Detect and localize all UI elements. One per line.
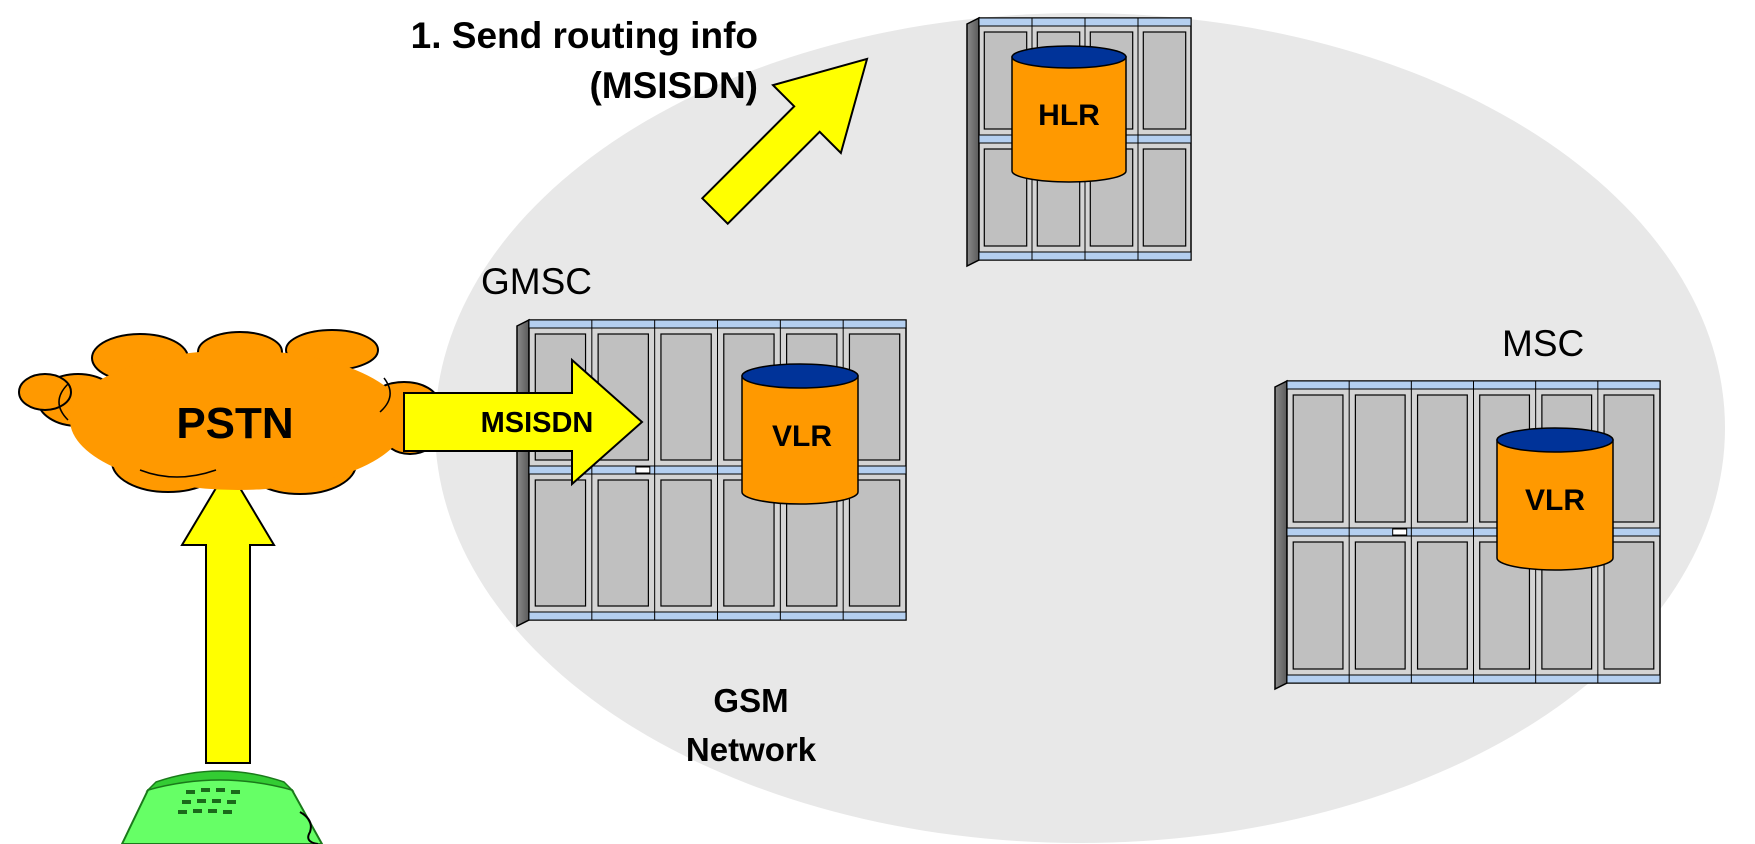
network-label-line1: GSM xyxy=(713,682,788,719)
hlr-cabinet-icon xyxy=(966,16,1192,268)
msc-cabinet-icon xyxy=(1274,379,1661,691)
msc-label: MSC xyxy=(1502,323,1584,364)
step1-label-line2: (MSISDN) xyxy=(589,65,758,106)
network-label-line2: Network xyxy=(686,731,817,768)
msisdn-arrow xyxy=(403,357,644,487)
msisdn-arrow-label: MSISDN xyxy=(481,407,594,439)
gmsc-label: GMSC xyxy=(481,261,592,302)
msc-vlr-label: VLR xyxy=(1525,484,1585,517)
gmsc-vlr-label: VLR xyxy=(772,420,832,453)
phone-to-pstn-arrow xyxy=(180,466,276,764)
hlr-label: HLR xyxy=(1038,99,1100,132)
pstn-label: PSTN xyxy=(176,399,293,448)
step1-label-line1: 1. Send routing info xyxy=(411,15,758,56)
send-routing-info-arrow xyxy=(700,57,869,226)
gmsc-cabinet-icon xyxy=(516,318,907,628)
telephone-icon xyxy=(120,770,324,844)
